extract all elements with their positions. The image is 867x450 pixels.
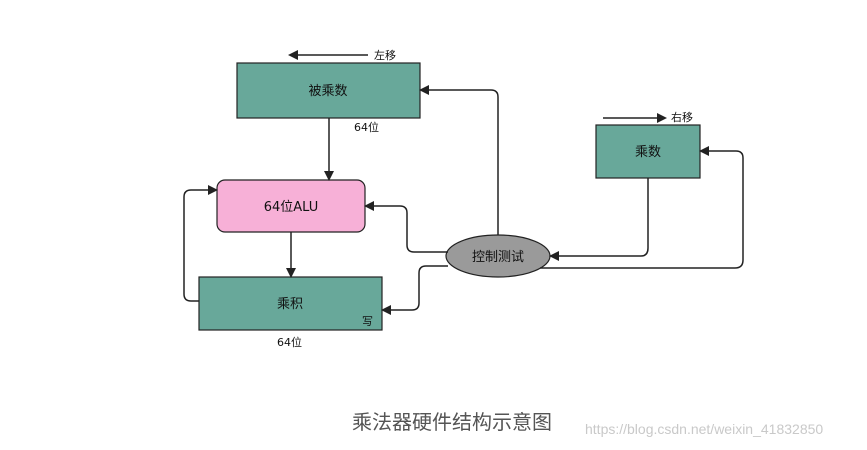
control-test-label: 控制测试	[472, 250, 524, 265]
multiplicand-width-label: 64位	[354, 120, 379, 134]
right-shift-label: 右移	[671, 110, 693, 124]
product-write-label: 写	[362, 315, 373, 328]
multiplicand-register	[236, 62, 421, 119]
arrow-multiplier-to-control	[549, 178, 649, 261]
diagram-caption: 乘法器硬件结构示意图	[352, 410, 552, 434]
arrow-product-feedback-to-alu	[183, 185, 218, 302]
multiplier-register	[595, 124, 701, 179]
product-label: 乘积	[277, 297, 303, 312]
arrow-control-to-multiplier	[540, 146, 744, 269]
multiplier-label: 乘数	[635, 145, 661, 160]
arrow-control-to-alu	[364, 201, 448, 253]
watermark-url: https://blog.csdn.net/weixin_41832850	[585, 421, 824, 437]
alu-label: 64位ALU	[264, 200, 319, 215]
multiplicand-label: 被乘数	[308, 84, 347, 99]
arrow-control-to-multiplicand	[419, 85, 499, 235]
product-width-label: 64位	[277, 335, 302, 349]
arrow-control-to-product	[381, 265, 448, 315]
left-shift-label: 左移	[374, 49, 396, 62]
